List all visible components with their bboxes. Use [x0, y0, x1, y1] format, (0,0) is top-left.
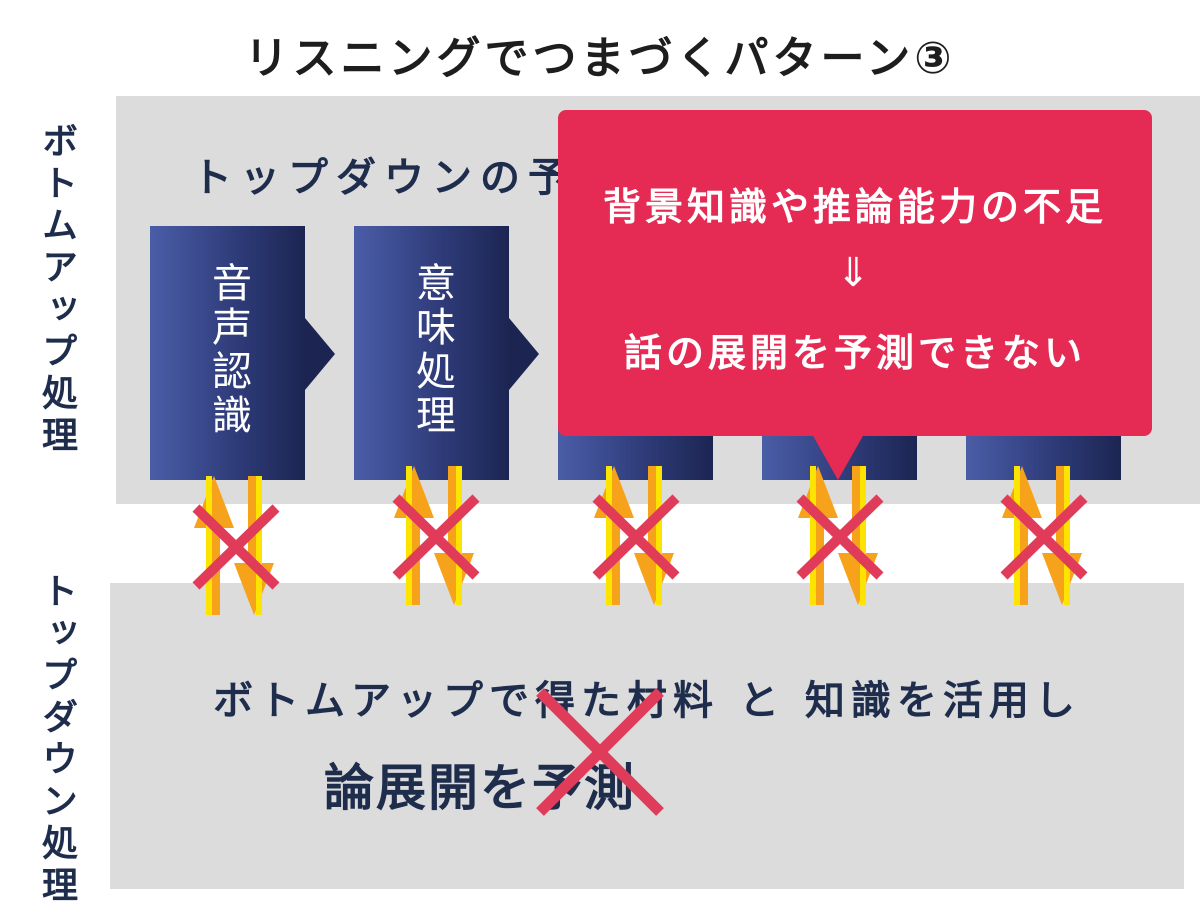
process-block-label: 意味処理 — [409, 262, 455, 438]
top-down-description-line-2: 論展開を予測 — [324, 759, 636, 817]
process-block-meaning: 意味処理 — [354, 226, 509, 480]
top-down-panel — [110, 583, 1184, 889]
cross-icon — [1000, 494, 1088, 580]
callout-line-2: 話の展開を予測できない — [623, 331, 1086, 375]
cross-icon — [796, 494, 884, 580]
bottom-up-side-label: ボトムアップ処理 — [36, 122, 77, 458]
chevron-right-icon — [305, 318, 335, 390]
cross-icon — [192, 504, 280, 590]
cross-icon — [392, 494, 480, 580]
cross-icon — [592, 494, 680, 580]
chevron-right-icon — [509, 318, 539, 390]
top-down-prediction-label: トップダウンの予 — [192, 155, 576, 201]
cross-icon — [1000, 494, 1088, 580]
top-down-side-label: トップダウン処理 — [36, 572, 77, 908]
process-block-label: 音声認識 — [205, 262, 251, 438]
process-block-sound-recognition: 音声認識 — [150, 226, 305, 480]
cross-icon — [796, 494, 884, 580]
down-double-arrow-icon: ⇓ — [836, 250, 874, 296]
top-down-description-line-1: ボトムアップで得た材料 と 知識を活用し — [213, 678, 1081, 724]
cross-icon — [592, 494, 680, 580]
callout-line-1: 背景知識や推論能力の不足 — [602, 185, 1107, 229]
cross-icon — [392, 494, 480, 580]
page-title: リスニングでつまづくパターン③ — [244, 33, 956, 84]
cross-icon — [192, 504, 280, 590]
callout-box: 背景知識や推論能力の不足 ⇓ 話の展開を予測できない — [558, 110, 1152, 436]
callout-tail — [812, 434, 864, 480]
